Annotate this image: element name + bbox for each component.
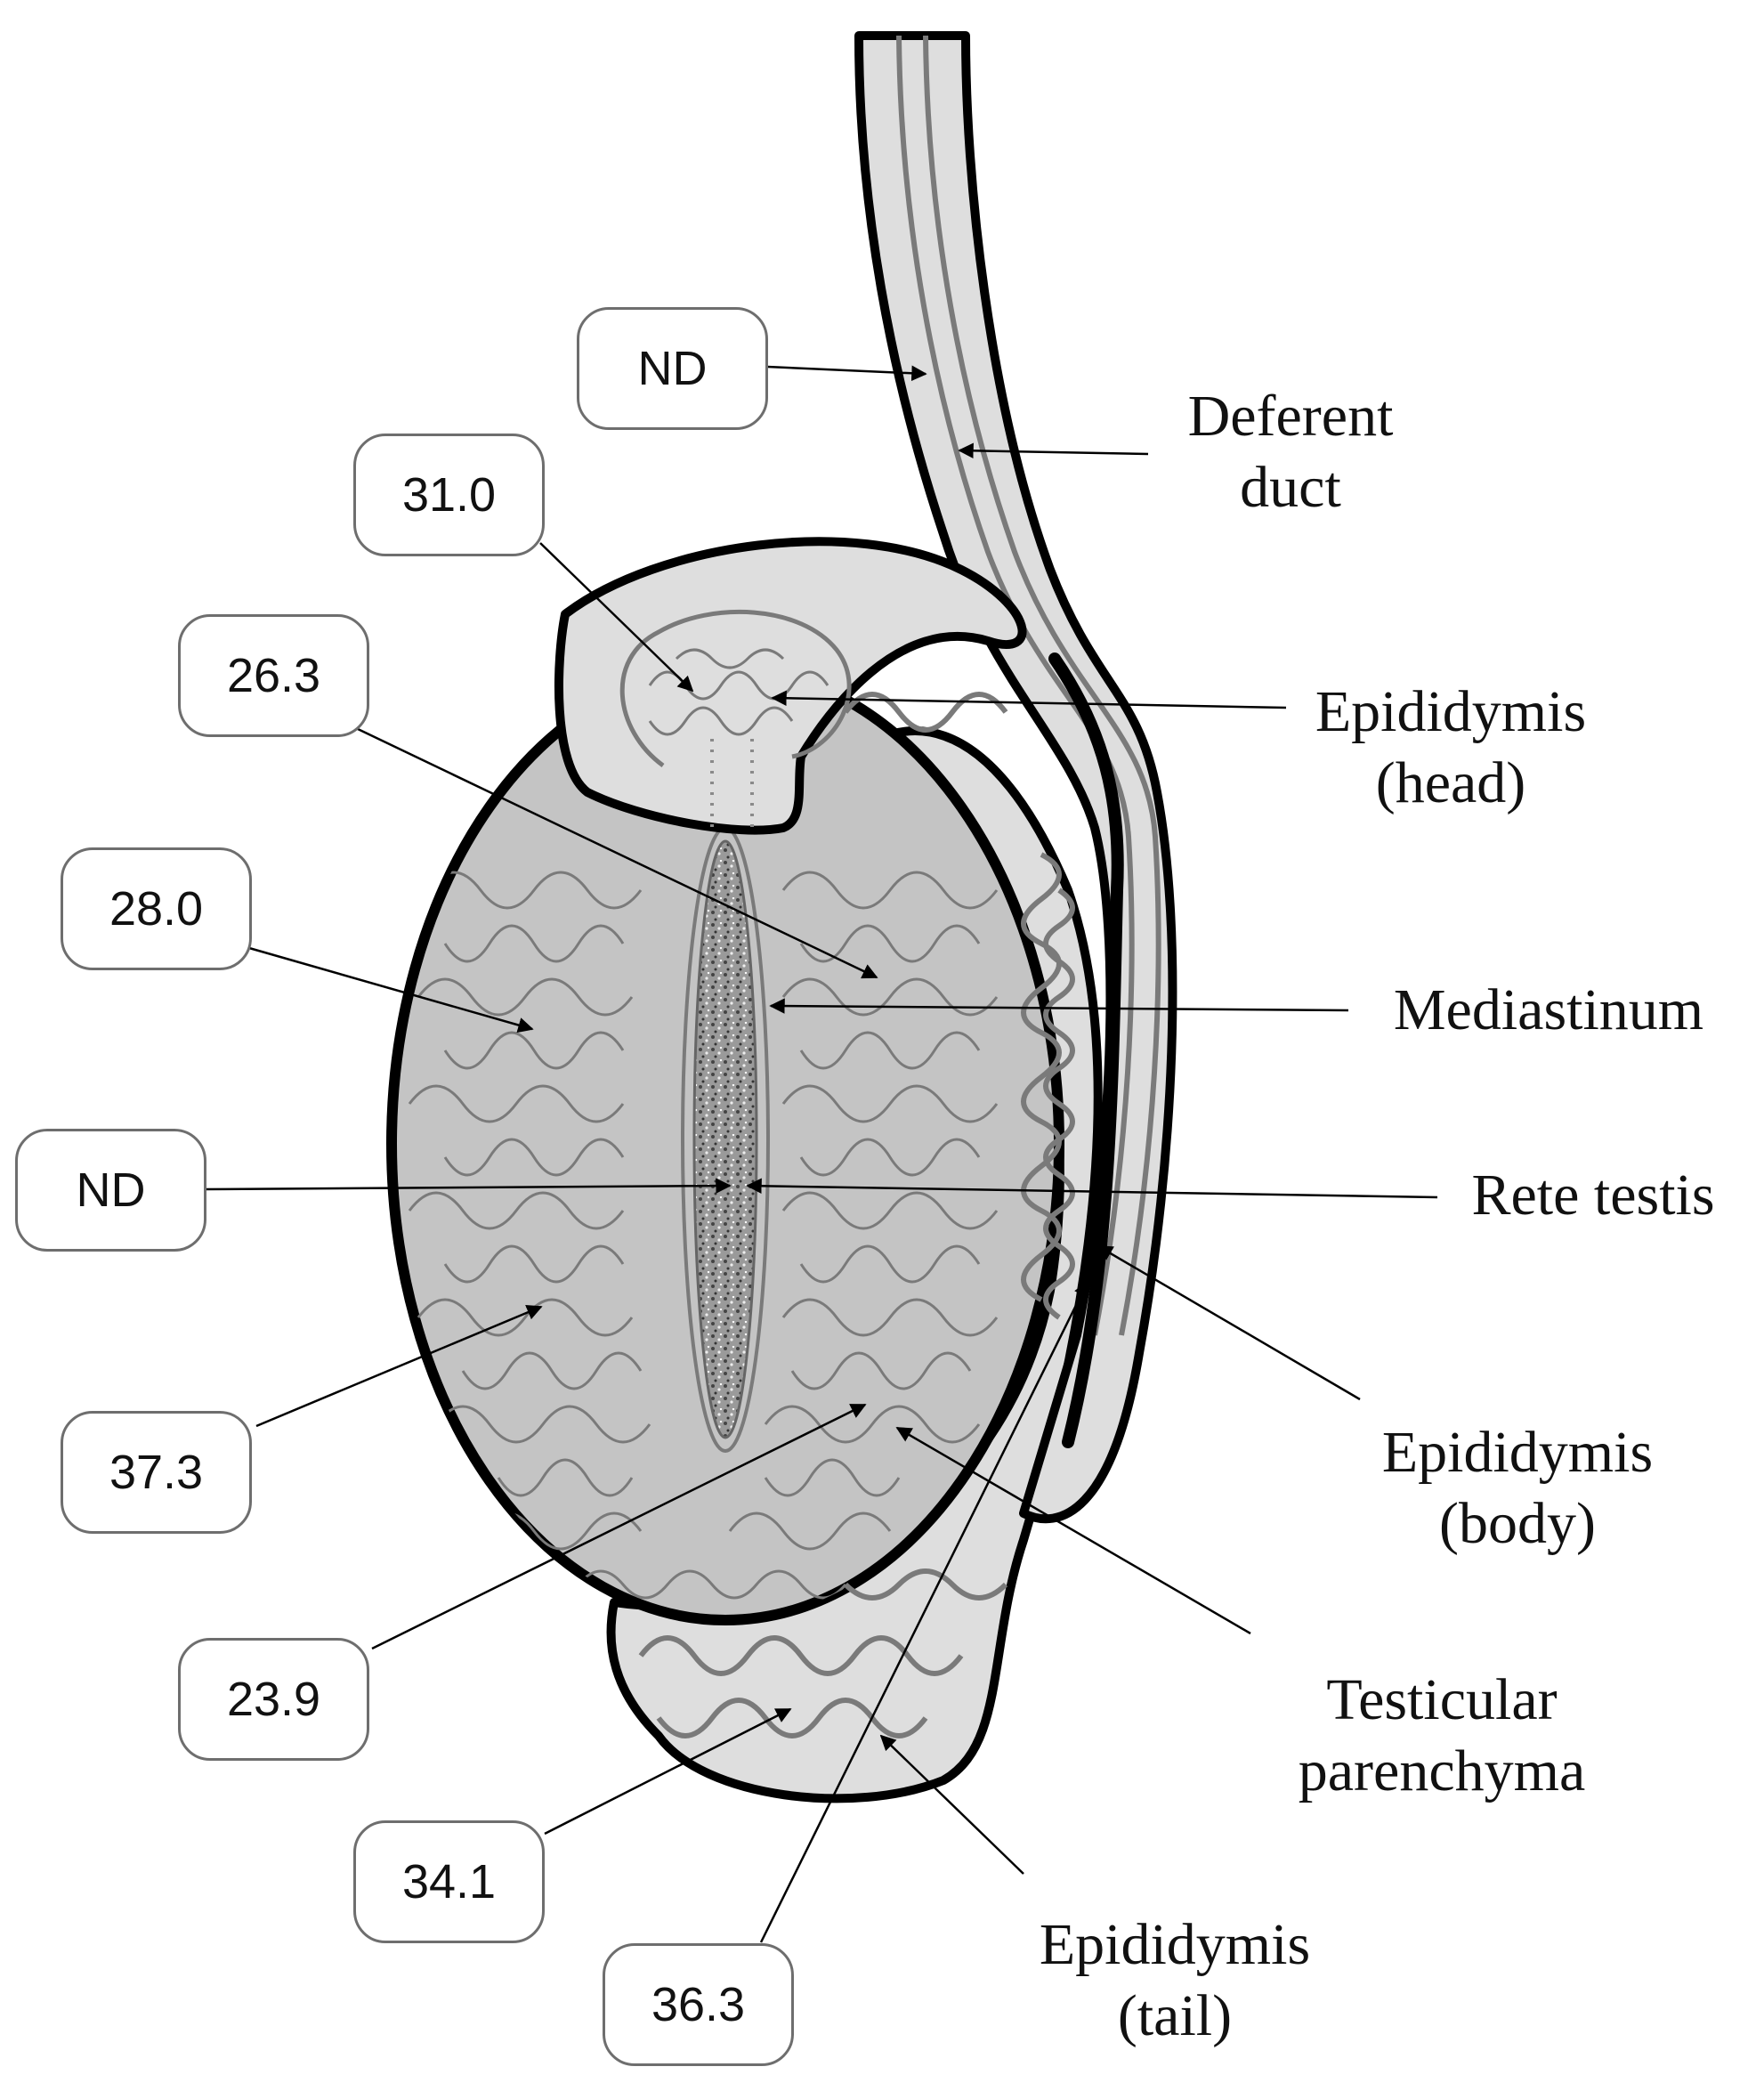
label-epididymis-tail: Epididymis (tail) [1024, 1909, 1326, 2052]
label-deferent-duct: Deferent duct [1148, 381, 1433, 523]
leader-tail-label [879, 1734, 1024, 1875]
label-mediastinum-line-1: Mediastinum [1393, 977, 1704, 1042]
value-box-deferent-duct: ND [577, 307, 768, 430]
leader-head-value [539, 542, 694, 693]
label-epididymis-body: Epididymis (body) [1366, 1417, 1669, 1560]
label-epididymis-head: Epididymis (head) [1299, 677, 1602, 819]
label-epididymis-head-line-2: (head) [1375, 750, 1526, 815]
value-box-epididymis-body: 36.3 [603, 1943, 794, 2066]
label-rete-testis: Rete testis [1442, 1160, 1744, 1231]
label-epididymis-tail-line-1: Epididymis [1039, 1912, 1311, 1977]
leader-mediastinum-label [769, 998, 1349, 1014]
leader-tail-value [544, 1707, 792, 1836]
rete-testis-shape [692, 839, 758, 1439]
leader-rete-label [746, 1178, 1438, 1199]
value-box-parenchyma-upper: 28.0 [61, 847, 252, 970]
leader-parenchyma-inner-value [371, 1403, 867, 1650]
leader-head-label [771, 690, 1287, 709]
leader-body-value [759, 1280, 1089, 1943]
value-box-epididymis-tail: 34.1 [353, 1820, 545, 1943]
leader-parenchyma-lower-value [255, 1305, 543, 1428]
leader-deferent-duct-value [766, 365, 927, 382]
label-testicular-parenchyma-line-2: parenchyma [1298, 1738, 1586, 1803]
value-box-epididymis-head: 31.0 [353, 434, 545, 556]
leader-rete-value [204, 1178, 732, 1194]
value-box-mediastinum: 26.3 [178, 614, 369, 737]
leader-mediastinum-value [355, 726, 878, 979]
label-deferent-duct-line-2: duct [1240, 455, 1341, 520]
label-epididymis-body-line-1: Epididymis [1381, 1420, 1654, 1485]
leader-parenchyma-upper-value [248, 946, 534, 1033]
leader-deferent-duct-label [958, 442, 1149, 459]
label-testicular-parenchyma: Testicular parenchyma [1255, 1665, 1629, 1807]
label-testicular-parenchyma-line-1: Testicular [1326, 1667, 1558, 1732]
leader-body-label [1096, 1244, 1361, 1401]
label-mediastinum: Mediastinum [1357, 975, 1740, 1046]
value-box-parenchyma-lower: 37.3 [61, 1411, 252, 1534]
value-box-rete-testis: ND [15, 1129, 206, 1252]
label-epididymis-head-line-1: Epididymis [1315, 679, 1587, 744]
leader-parenchyma-label [895, 1426, 1251, 1635]
value-box-parenchyma-inner: 23.9 [178, 1638, 369, 1761]
label-deferent-duct-line-1: Deferent [1187, 384, 1394, 449]
label-rete-testis-line-1: Rete testis [1471, 1163, 1715, 1228]
label-epididymis-tail-line-2: (tail) [1117, 1983, 1233, 2048]
label-epididymis-body-line-2: (body) [1439, 1491, 1596, 1556]
